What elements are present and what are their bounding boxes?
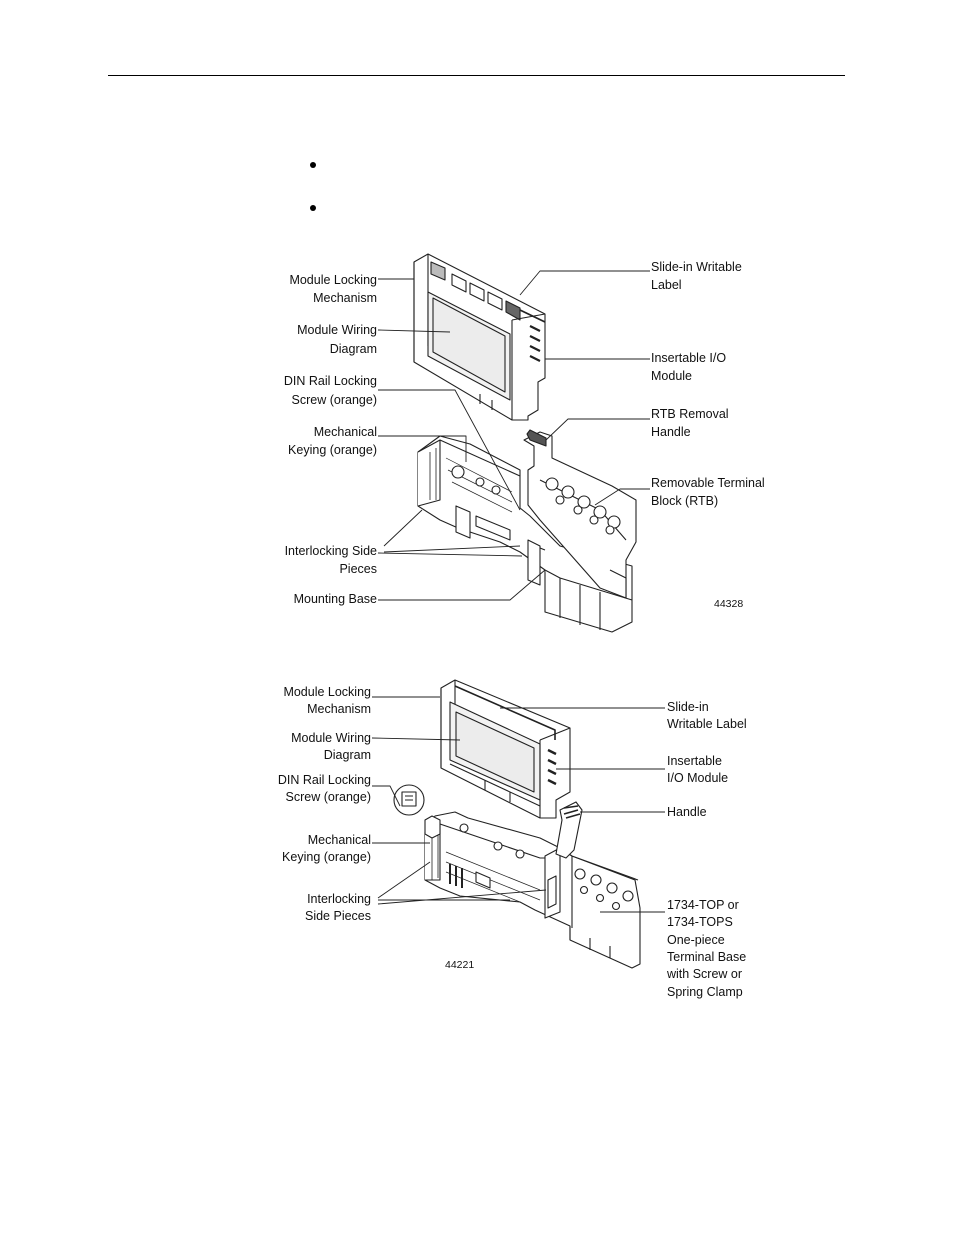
figure1-labels: Module Locking Mechanism Module Wiring D… [284,260,765,610]
label2-wiring-diagram: Module Wiring [291,731,371,745]
label2-interlocking-2: Side Pieces [305,909,371,923]
label-io-module: Insertable I/O [651,351,726,365]
label2-mech-keying: Mechanical [308,833,371,847]
label-interlocking-2: Pieces [339,562,377,576]
label2-terminal-base-3: One-piece [667,933,725,947]
label-io-module-2: Module [651,369,692,383]
label-mech-keying-2: Keying (orange) [288,443,377,457]
label-interlocking: Interlocking Side [285,544,377,558]
label2-module-locking-2: Mechanism [307,702,371,716]
label2-mech-keying-2: Keying (orange) [282,850,371,864]
label2-wiring-diagram-2: Diagram [324,748,371,762]
label2-terminal-base-4: Terminal Base [667,950,746,964]
header-rule [108,75,845,76]
figure1-leaders [377,270,650,601]
label-wiring-diagram: Module Wiring [297,323,377,337]
label2-slide-label: Slide-in [667,700,709,714]
label-din-rail-2: Screw (orange) [292,393,377,407]
label-rtb-handle: RTB Removal [651,407,729,421]
label2-terminal-base-6: Spring Clamp [667,985,743,999]
label-mounting-base: Mounting Base [294,592,377,606]
label2-handle: Handle [667,805,707,819]
label2-terminal-base-5: with Screw or [666,967,742,981]
label2-slide-label-2: Writable Label [667,717,747,731]
label-rtb: Removable Terminal [651,476,765,490]
label-module-locking: Module Locking [289,273,377,287]
label-wiring-diagram-2: Diagram [330,342,377,356]
bullet-1 [310,162,316,168]
label-rtb-handle-2: Handle [651,425,691,439]
label2-interlocking: Interlocking [307,892,371,906]
label-slide-label: Slide-in Writable [651,260,742,274]
figure2-leaders [371,696,665,913]
label2-terminal-base-1: 1734-TOP or [667,898,739,912]
label-mech-keying: Mechanical [314,425,377,439]
label2-io-module: Insertable [667,754,722,768]
label2-module-locking: Module Locking [283,685,371,699]
figure2-labels: Module Locking Mechanism Module Wiring D… [278,685,747,999]
label2-terminal-base-2: 1734-TOPS [667,915,733,929]
figure1-number: 44328 [714,598,743,610]
label-din-rail: DIN Rail Locking [284,374,377,388]
figure2-number: 44221 [445,959,474,971]
label2-din-rail-2: Screw (orange) [286,790,371,804]
label-module-locking-2: Mechanism [313,291,377,305]
label-rtb-2: Block (RTB) [651,494,718,508]
label-slide-label-2: Label [651,278,682,292]
label2-io-module-2: I/O Module [667,771,728,785]
figure2-drawing [393,679,641,969]
label2-din-rail: DIN Rail Locking [278,773,371,787]
figure1-drawing [413,253,637,633]
bullet-2 [310,205,316,211]
